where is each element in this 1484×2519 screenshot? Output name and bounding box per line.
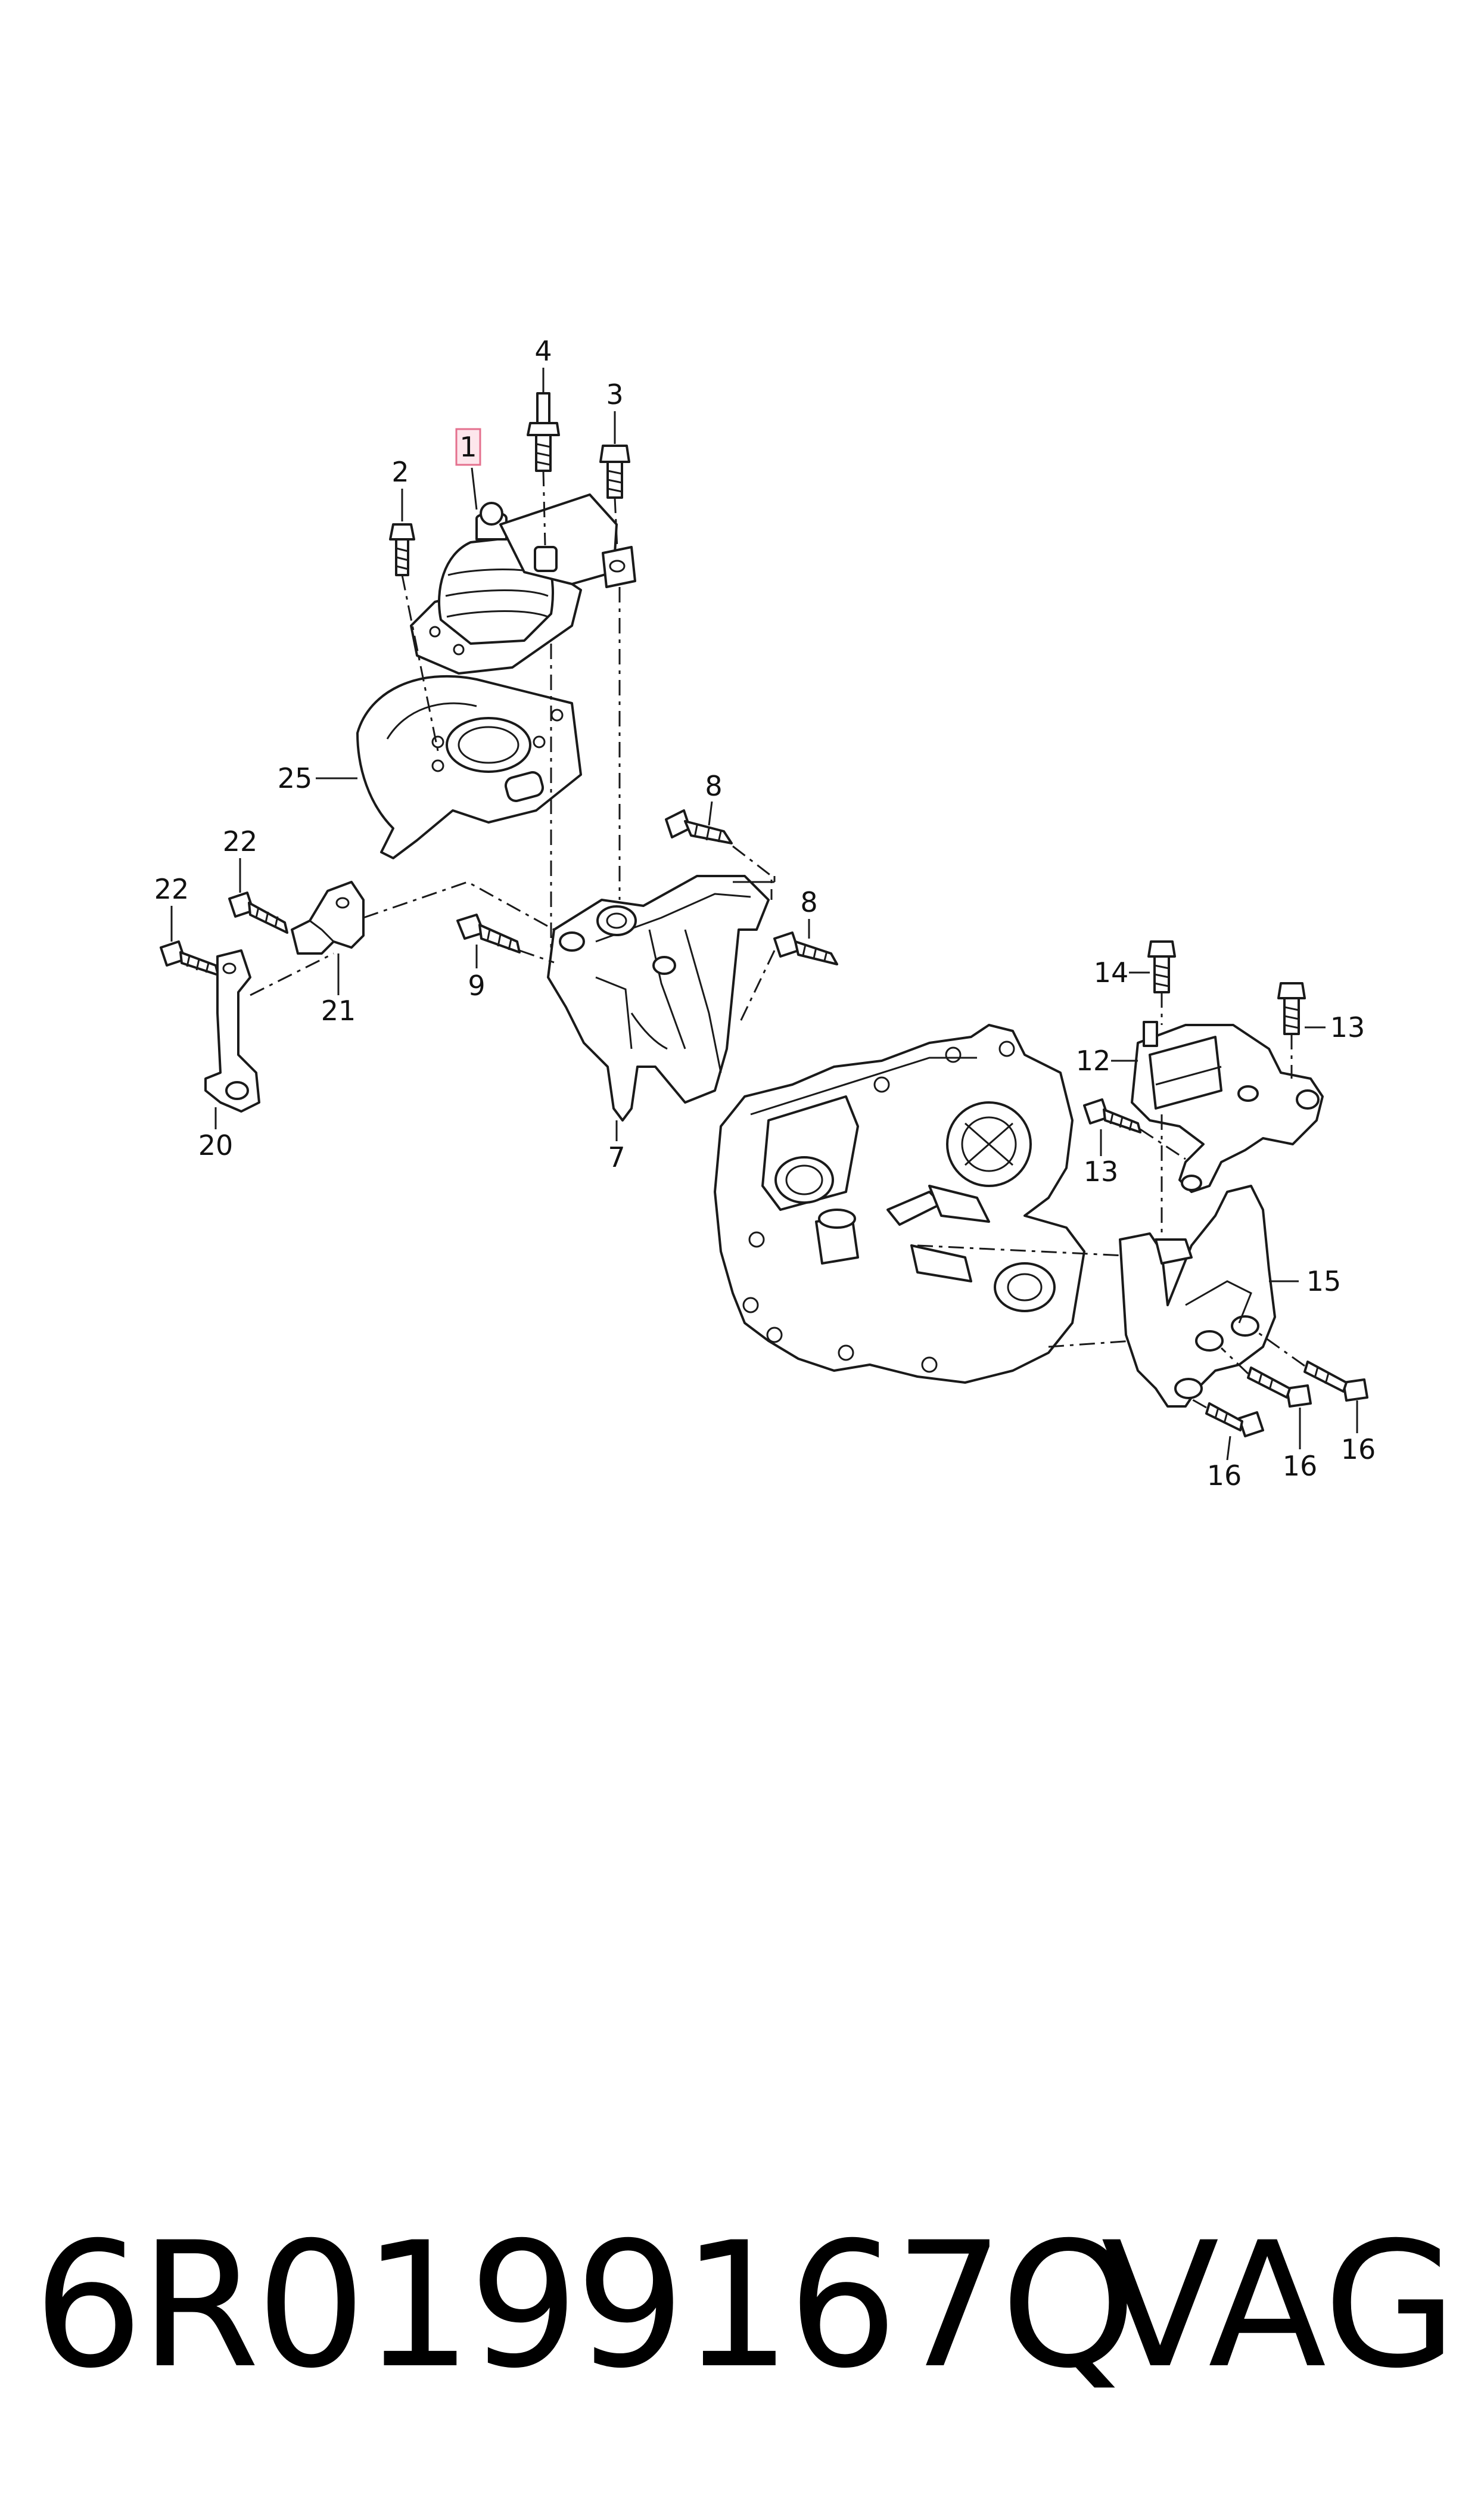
callout-4-label: 4 [534,335,552,367]
part-20-strap [204,949,334,1113]
callout-21-label: 21 [321,995,356,1027]
callout-22-upper-label: 22 [223,825,258,858]
callout-22-lower[interactable]: 22 [154,873,189,942]
callout-13-left-label: 13 [1084,1156,1119,1188]
callout-16-a-label: 16 [1207,1459,1242,1492]
part-8-bolt-top [665,809,773,900]
callout-3[interactable]: 3 [606,378,624,444]
callout-25[interactable]: 25 [278,762,357,794]
callout-2[interactable]: 2 [391,456,409,521]
part-1-engine-mount [410,493,618,675]
callout-12[interactable]: 12 [1076,1045,1138,1077]
callout-15-label: 15 [1306,1265,1342,1297]
part-number: 6R0199167Q [33,2206,1137,2406]
callout-22-upper[interactable]: 22 [223,825,258,893]
part-15-bracket [1119,1185,1276,1408]
brand-label: VAG [1101,2206,1457,2406]
callout-20-label: 20 [198,1129,234,1161]
callout-8-right[interactable]: 8 [800,886,818,939]
part-16-bolt-c [1256,1331,1368,1402]
part-9-bolt [456,914,555,964]
gearbox-housing [714,1024,1162,1384]
callout-1-highlight [455,428,481,466]
callout-8-right-label: 8 [800,886,817,918]
part-12-gearbox-mount [1131,1021,1324,1193]
callout-15[interactable]: 15 [1269,1265,1341,1297]
part-4-stud-bolt [527,392,560,546]
callout-13-right[interactable]: 13 [1305,1011,1365,1043]
callout-2-label: 2 [391,456,409,488]
callout-7[interactable]: 7 [608,1120,626,1173]
callout-22-lower-label: 22 [154,873,189,905]
part-25-heat-shield [356,675,582,859]
part-3-bolt [599,445,636,900]
callout-16-b[interactable]: 16 [1283,1408,1318,1482]
callout-14[interactable]: 14 [1094,956,1150,989]
callout-20[interactable]: 20 [198,1107,234,1161]
callout-14-label: 14 [1094,956,1129,989]
part-21-clip [291,881,555,955]
callout-13-right-label: 13 [1330,1011,1365,1043]
callout-16-c[interactable]: 16 [1341,1400,1376,1465]
callout-12-label: 12 [1076,1045,1111,1077]
callout-13-left[interactable]: 13 [1084,1129,1119,1188]
part-number-footer: 6R0199167Q VAG [33,2199,1457,2414]
callout-7-label: 7 [608,1141,625,1173]
callout-25-label: 25 [278,762,313,794]
part-16-bolt-b [1220,1347,1312,1408]
callout-16-b-label: 16 [1283,1450,1318,1482]
part-13-bolt-right [1277,982,1306,1079]
callout-21[interactable]: 21 [321,953,356,1027]
exploded-parts-diagram: 1 2 4 3 25 [154,335,1376,1492]
part-8-bolt-right [738,931,838,1026]
callout-9[interactable]: 9 [468,945,486,1002]
callout-3-label: 3 [606,378,623,411]
part-13-bolt-left [1083,1098,1186,1160]
callout-1-label: 1 [459,431,477,463]
callout-8-top[interactable]: 8 [705,770,723,826]
part-22-bolt-lower [160,940,219,976]
part-16-bolt-a [1188,1396,1264,1437]
callout-4[interactable]: 4 [534,335,552,392]
callout-8-top-label: 8 [705,770,722,802]
part-14-bolt [1147,940,1176,1240]
callout-9-label: 9 [468,970,485,1002]
callout-16-a[interactable]: 16 [1207,1436,1242,1492]
part-2-bolt [389,523,439,751]
callout-16-c-label: 16 [1341,1433,1376,1465]
part-7-bracket [547,875,776,1122]
callout-1[interactable]: 1 [455,428,481,510]
part-22-bolt-upper [228,892,288,934]
